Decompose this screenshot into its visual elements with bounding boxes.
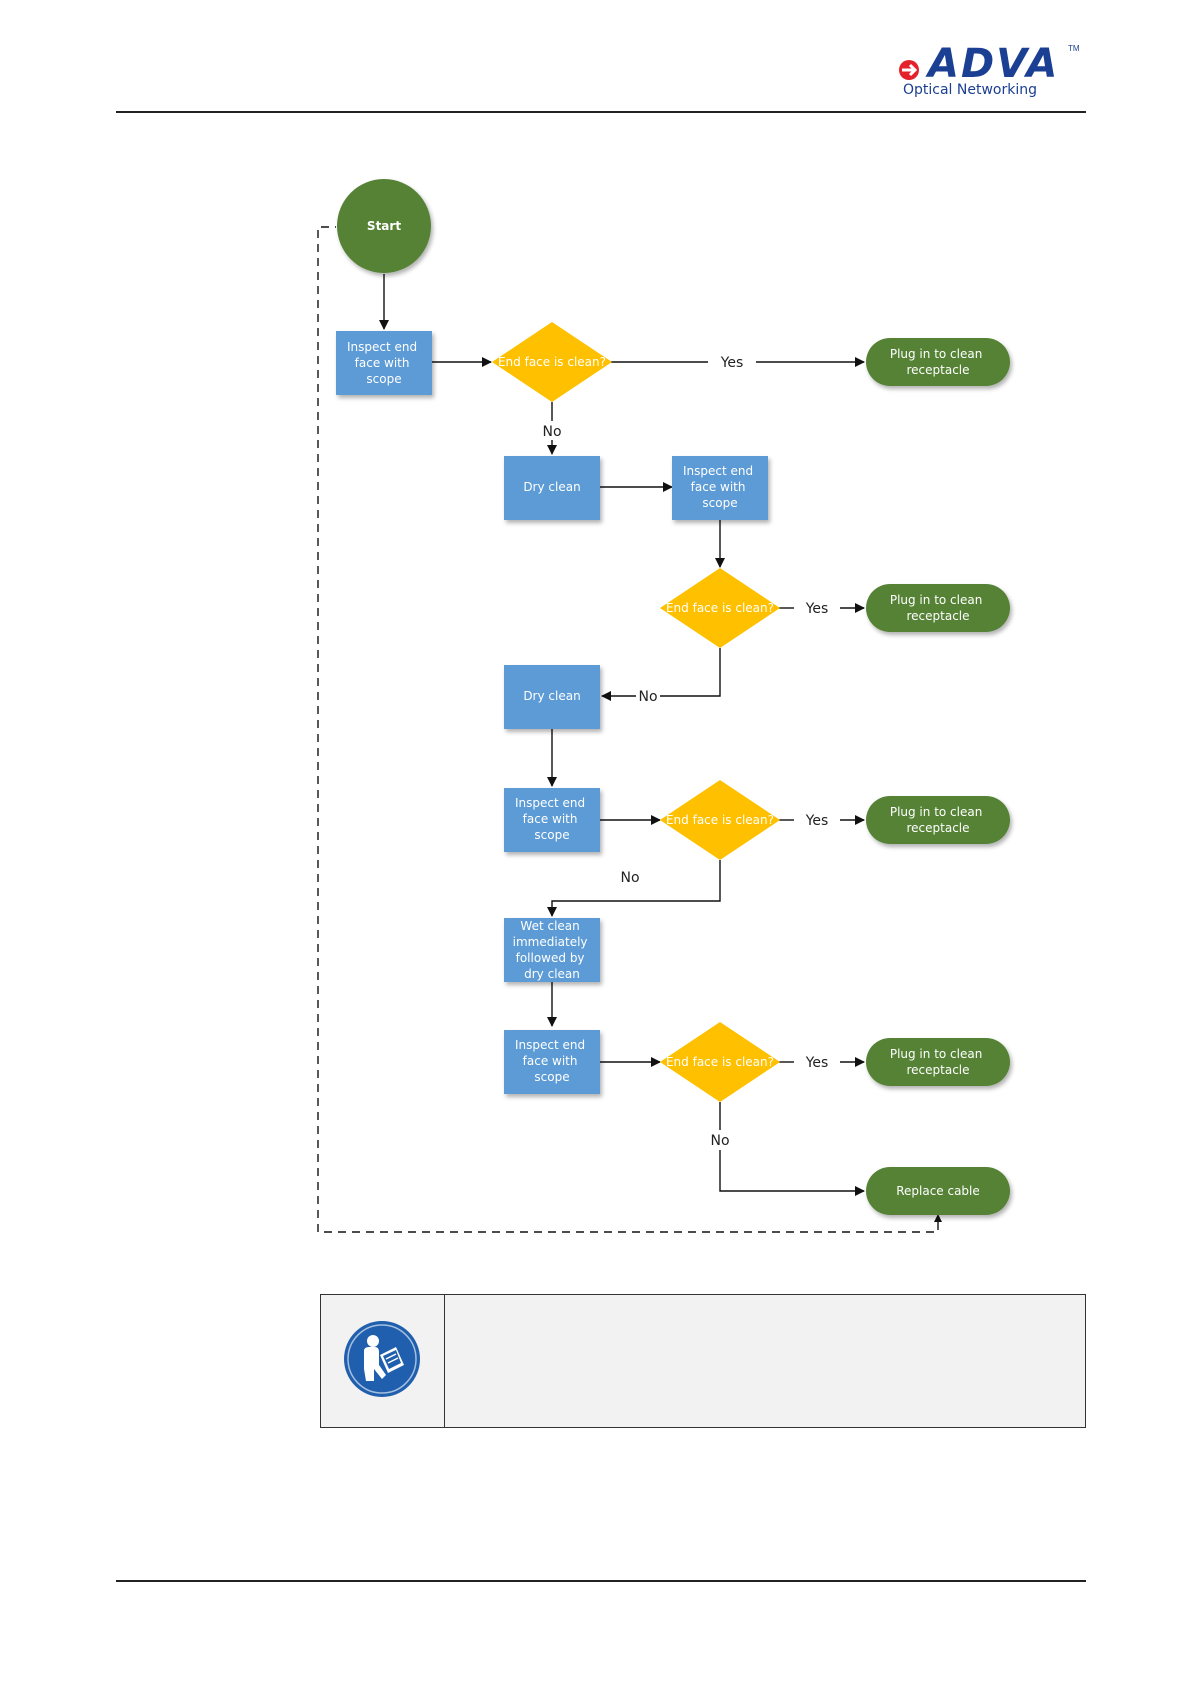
node-decision-3: End face is clean? [660,780,780,860]
node-decision-4: End face is clean? [660,1022,780,1102]
wet-clean-line-3: followed by [516,951,585,965]
inspect-2-line-3: scope [702,496,737,510]
wet-clean-line-4: dry clean [524,967,580,981]
yes-label-3: Yes [805,813,829,829]
wet-clean-line-2: immediately [513,935,588,949]
read-manual-icon [344,1321,420,1397]
dry-clean-1-label: Dry clean [523,480,580,494]
replace-cable-label: Replace cable [896,1184,980,1198]
inspect-3-line-2: face with [523,812,578,826]
cleaning-flowchart: Start Inspect end face with scope Dry cl… [317,179,1010,1233]
yes-label-4: Yes [805,1055,829,1071]
svg-text:Plug in to clean recepta: Plug in to clean receptacle [890,1047,986,1077]
node-plug-3: Plug in to clean receptacle [866,796,1010,844]
inspect-4-line-2: face with [523,1054,578,1068]
node-replace-cable: Replace cable [866,1167,1010,1215]
inspect-2-line-2: face with [691,480,746,494]
no-label-1: No [542,424,561,440]
inspect-1-line-1: Inspect end [347,340,417,354]
node-start: Start [337,179,431,273]
edge-loop-back [317,226,939,1233]
svg-text:Wet clean immediately: Wet clean immediately followed by dry cl… [513,919,592,981]
logo-trademark: TM [1068,44,1080,53]
plug-3-line-1: Plug in to clean [890,805,983,819]
node-dry-clean-1: Dry clean [504,456,600,520]
yes-label-2: Yes [805,601,829,617]
inspect-2-line-1: Inspect end [683,464,753,478]
plug-4-line-1: Plug in to clean [890,1047,983,1061]
edge-decision3-wet [547,860,721,917]
wet-clean-line-1: Wet clean [520,919,579,933]
edge-no-replace [719,1150,865,1196]
logo-wordmark: ADVA [928,41,1060,87]
node-decision-2: End face is clean? [660,568,780,648]
plug-3-line-2: receptacle [906,821,969,835]
logo-arrow-icon [899,60,919,80]
inspect-3-line-3: scope [534,828,569,842]
svg-text:Plug in to clean recepta: Plug in to clean receptacle [890,593,986,623]
flow-edges [317,226,939,1233]
header-rule [116,111,1086,113]
node-dry-clean-2: Dry clean [504,665,600,729]
inspect-4-line-3: scope [534,1070,569,1084]
no-label-4: No [710,1133,729,1149]
node-plug-1: Plug in to clean receptacle [866,338,1010,386]
inspect-1-line-2: face with [355,356,410,370]
inspect-4-line-1: Inspect end [515,1038,585,1052]
decision-4-label: End face is clean? [666,1055,774,1069]
svg-text:Plug in to clean recepta: Plug in to clean receptacle [890,805,986,835]
decision-2-label: End face is clean? [666,601,774,615]
dry-clean-2-label: Dry clean [523,689,580,703]
node-decision-1: End face is clean? [492,322,612,402]
node-wet-clean: Wet clean immediately followed by dry cl… [504,918,600,982]
note-icon-cell [321,1295,445,1427]
decision-3-label: End face is clean? [666,813,774,827]
inspect-1-line-3: scope [366,372,401,386]
node-inspect-4: Inspect end face with scope [504,1030,600,1094]
no-label-3: No [620,870,639,886]
note-box [320,1294,1086,1428]
node-inspect-1: Inspect end face with scope [336,331,432,395]
svg-text:Plug in to clean recepta: Plug in to clean receptacle [890,347,986,377]
svg-text:Inspect end face with: Inspect end face with scope [515,796,589,842]
adva-logo: ADVA TM Optical Networking [898,44,1098,104]
plug-2-line-1: Plug in to clean [890,593,983,607]
decision-1-label: End face is clean? [498,355,606,369]
no-label-2: No [638,689,657,705]
inspect-3-line-1: Inspect end [515,796,585,810]
svg-text:Inspect end face with: Inspect end face with scope [347,340,421,386]
loop-arrowhead [934,1214,942,1222]
plug-1-line-1: Plug in to clean [890,347,983,361]
plug-4-line-2: receptacle [906,1063,969,1077]
edge-decision2-no [660,648,721,697]
footer-rule [116,1580,1086,1582]
svg-text:Inspect end face with: Inspect end face with scope [515,1038,589,1084]
svg-text:Inspect end face with: Inspect end face with scope [683,464,757,510]
node-plug-2: Plug in to clean receptacle [866,584,1010,632]
plug-2-line-2: receptacle [906,609,969,623]
yes-label-1: Yes [720,355,744,371]
node-inspect-2: Inspect end face with scope [672,456,768,520]
logo-subtitle: Optical Networking [903,82,1038,98]
node-inspect-3: Inspect end face with scope [504,788,600,852]
node-plug-4: Plug in to clean receptacle [866,1038,1010,1086]
start-label: Start [367,219,401,233]
plug-1-line-2: receptacle [906,363,969,377]
